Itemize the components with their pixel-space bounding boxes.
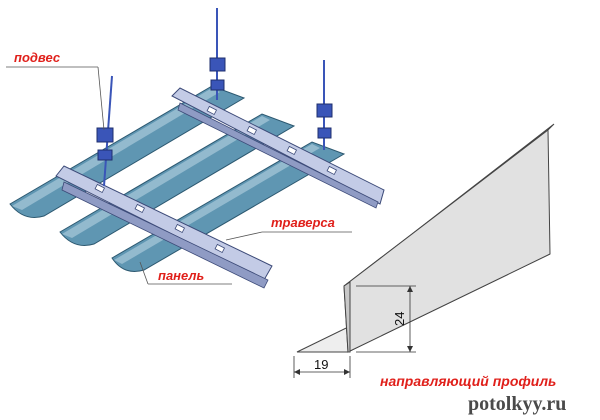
traverse-label: траверса <box>271 215 335 230</box>
width-dimension: 19 <box>314 357 328 372</box>
guide-profile-label: направляющий профиль <box>380 373 556 389</box>
guide-profile <box>296 123 555 353</box>
hanger-rod <box>209 8 226 100</box>
traverses-group <box>55 87 385 289</box>
callouts: подвес траверса панель <box>6 50 352 285</box>
traverse-front <box>55 165 273 289</box>
dimensions: 19 24 <box>293 285 416 378</box>
watermark: potolkyy.ru <box>468 393 566 415</box>
hangers-group <box>96 8 333 187</box>
hanger-rod <box>96 75 114 187</box>
traverse-back <box>171 87 385 209</box>
hanger-rod <box>316 60 333 150</box>
hanger-label: подвес <box>14 50 61 65</box>
panel-label: панель <box>158 268 204 283</box>
height-dimension: 24 <box>392 312 407 326</box>
